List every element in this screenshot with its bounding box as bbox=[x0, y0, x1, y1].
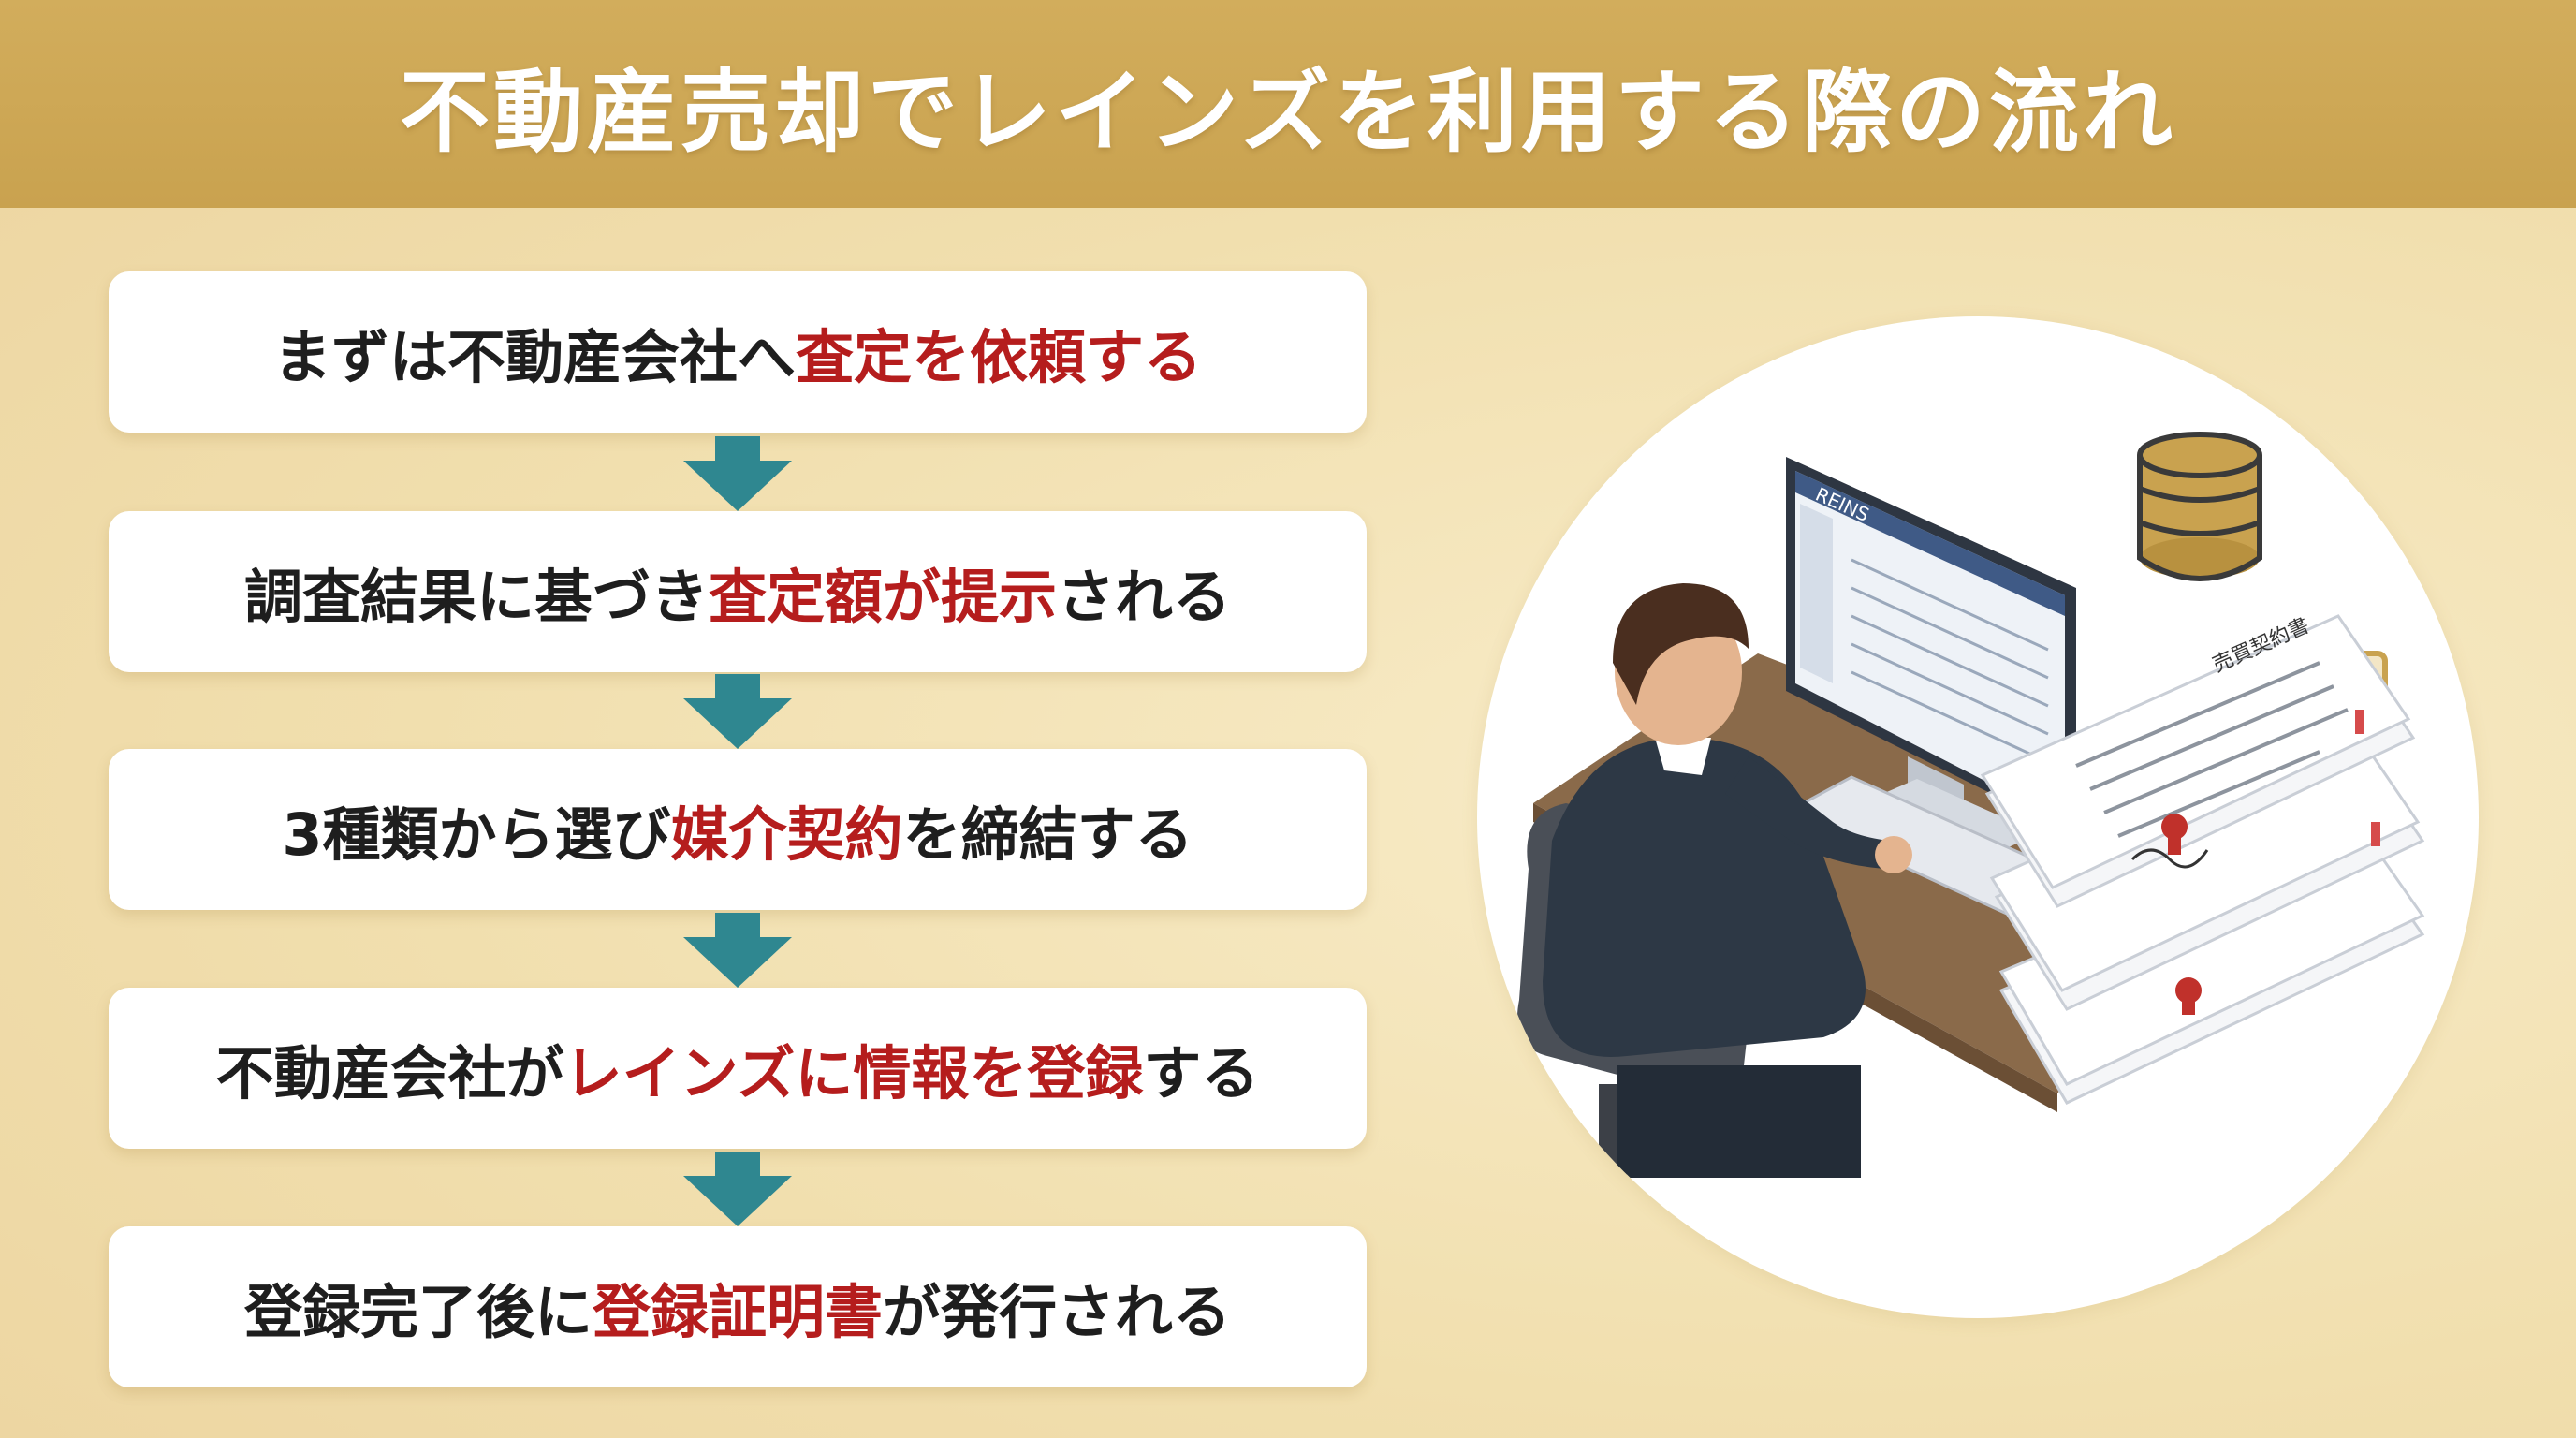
step-2-text-b: される bbox=[1057, 563, 1232, 631]
step-5-highlight: 登録証明書 bbox=[592, 1278, 883, 1346]
step-2-highlight: 査定額が提示 bbox=[708, 563, 1057, 631]
office-worker-illustration: REINS bbox=[1517, 432, 2425, 1215]
step-5-text-b: が発行される bbox=[883, 1278, 1232, 1346]
step-3-box: 3種類から選び媒介契約を締結する bbox=[109, 749, 1367, 910]
step-3-text-a: 3種類から選び bbox=[282, 800, 671, 869]
down-arrow-icon bbox=[683, 674, 792, 749]
step-4-highlight: レインズに情報を登録 bbox=[564, 1039, 1144, 1108]
step-3-highlight: 媒介契約 bbox=[670, 800, 903, 869]
step-4-text-a: 不動産会社が bbox=[215, 1039, 564, 1108]
down-arrow-icon bbox=[683, 913, 792, 988]
step-5-box: 登録完了後に登録証明書が発行される bbox=[109, 1226, 1367, 1387]
step-5-text-a: 登録完了後に bbox=[243, 1278, 593, 1346]
illustration-circle: REINS bbox=[1477, 316, 2479, 1318]
page-title: 不動産売却でレインズを利用する際の流れ bbox=[399, 59, 2177, 165]
monitor: REINS bbox=[1786, 457, 2076, 859]
document-stack: 売買契約書 bbox=[1980, 614, 2425, 1105]
step-2-box: 調査結果に基づき査定額が提示される bbox=[109, 511, 1367, 672]
step-4-text-b: する bbox=[1143, 1039, 1260, 1108]
down-arrow-icon bbox=[683, 436, 792, 511]
step-1-box: まずは不動産会社へ査定を依頼する bbox=[109, 271, 1367, 433]
step-1-highlight: 査定を依頼する bbox=[796, 323, 1203, 391]
step-3-text-b: を締結する bbox=[902, 800, 1193, 869]
title-banner: 不動産売却でレインズを利用する際の流れ bbox=[0, 0, 2576, 208]
database-icon bbox=[2137, 432, 2262, 581]
step-4-box: 不動産会社がレインズに情報を登録する bbox=[109, 988, 1367, 1149]
businessman bbox=[1543, 583, 1912, 1178]
step-1-text-a: まずは不動産会社へ bbox=[272, 323, 796, 391]
step-2-text-a: 調査結果に基づき bbox=[243, 563, 709, 631]
down-arrow-icon bbox=[683, 1152, 792, 1226]
